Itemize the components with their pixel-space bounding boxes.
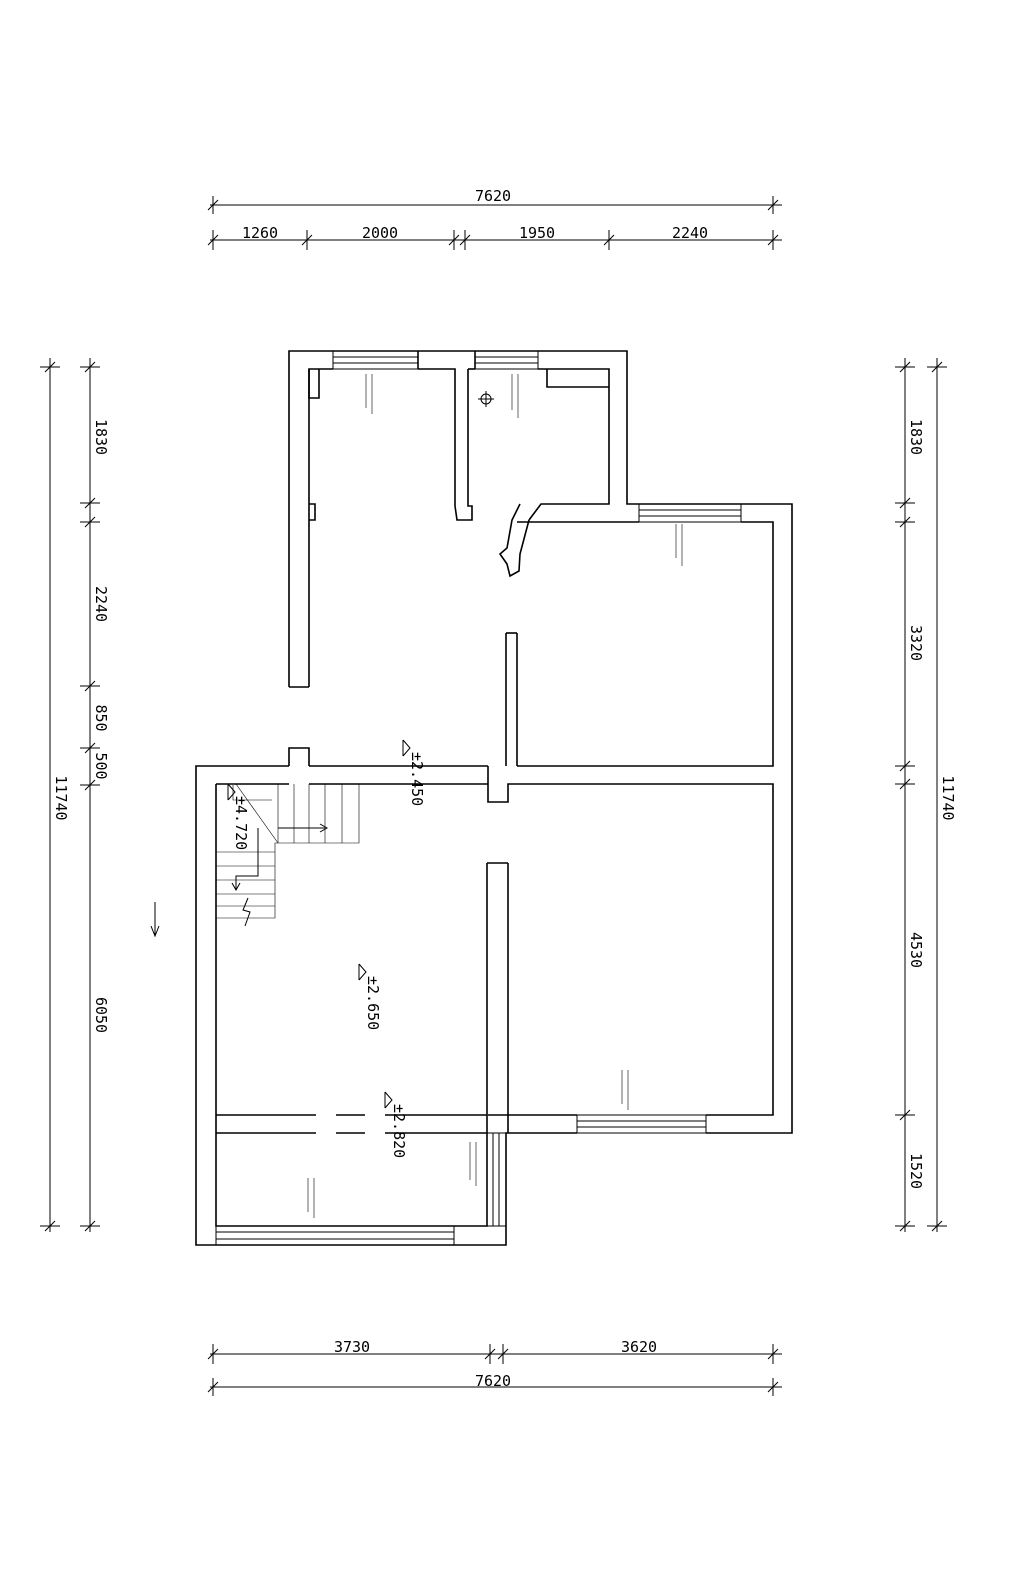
top-segment-dimension: 1950 bbox=[519, 224, 555, 242]
svg-text:±2.650: ±2.650 bbox=[364, 976, 382, 1030]
bottom-total-dimension: 7620 bbox=[475, 1372, 511, 1390]
level-marker-2650: ±2.650 bbox=[358, 963, 382, 1030]
down-arrow-icon bbox=[150, 902, 160, 938]
windows bbox=[215, 350, 742, 1246]
right-dimension-lines bbox=[895, 358, 947, 1232]
right-segment-dimension: 3320 bbox=[907, 625, 925, 661]
level-marker-2820: ±2.820 bbox=[384, 1091, 408, 1158]
right-total-dimension: 11740 bbox=[939, 775, 957, 820]
right-segment-dimension: 1830 bbox=[907, 419, 925, 455]
top-dimension-lines bbox=[207, 196, 782, 250]
top-segment-dimension: 1260 bbox=[242, 224, 278, 242]
level-marker-4720: ±4.720 bbox=[227, 783, 250, 850]
left-segment-dimension: 1830 bbox=[92, 419, 110, 455]
bottom-segment-dimension: 3620 bbox=[621, 1338, 657, 1356]
right-segment-dimension: 1520 bbox=[907, 1153, 925, 1189]
left-segment-dimension: 850 bbox=[92, 704, 110, 731]
walls bbox=[195, 350, 793, 1246]
bottom-dimension-lines bbox=[207, 1344, 782, 1396]
left-segment-dimension: 500 bbox=[92, 752, 110, 779]
left-segment-dimension: 6050 bbox=[92, 997, 110, 1033]
svg-text:±4.720: ±4.720 bbox=[232, 796, 250, 850]
right-segment-dimension: 4530 bbox=[907, 932, 925, 968]
left-segment-dimension: 2240 bbox=[92, 586, 110, 622]
bottom-segment-dimension: 3730 bbox=[334, 1338, 370, 1356]
stair-arrows bbox=[231, 823, 329, 927]
ceiling-light-icon bbox=[478, 391, 494, 407]
top-total-dimension: 7620 bbox=[475, 187, 511, 205]
svg-text:±2.450: ±2.450 bbox=[408, 752, 426, 806]
svg-text:±2.820: ±2.820 bbox=[390, 1104, 408, 1158]
left-total-dimension: 11740 bbox=[52, 775, 70, 820]
level-marker-2450: ±2.450 bbox=[402, 739, 426, 806]
left-dimension-lines bbox=[40, 358, 100, 1232]
top-segment-dimension: 2000 bbox=[362, 224, 398, 242]
top-segment-dimension: 2240 bbox=[672, 224, 708, 242]
window-annotation-marks bbox=[307, 374, 683, 1218]
staircase bbox=[215, 783, 360, 919]
